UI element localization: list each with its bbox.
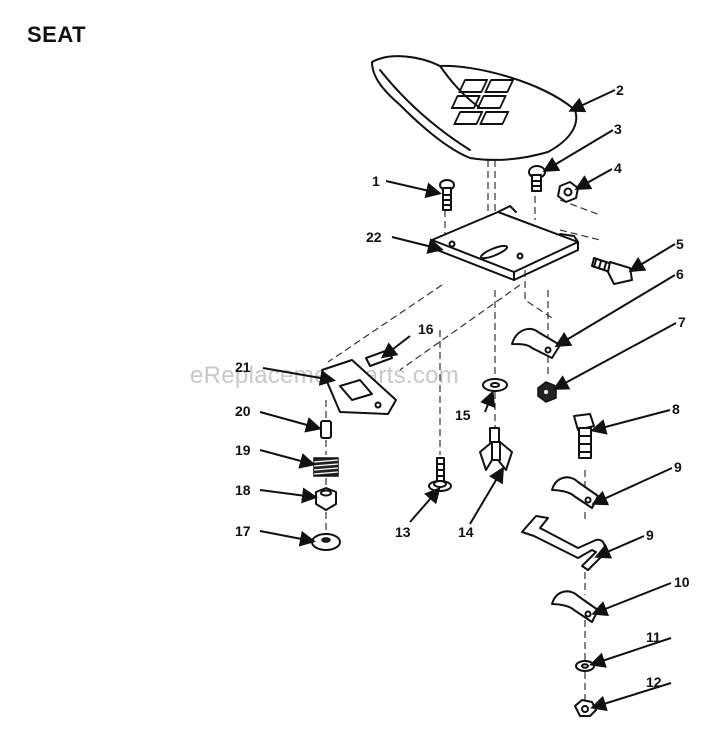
- bracket-part-9-lower: [551, 590, 599, 623]
- adjuster-knob-part-14: [479, 427, 513, 471]
- callout-14: 14: [458, 524, 474, 540]
- callout-leaders: [259, 89, 677, 712]
- callout-13: 13: [395, 524, 411, 540]
- callout-7: 7: [678, 314, 686, 330]
- callout-15: 15: [455, 407, 471, 423]
- callout-11: 11: [646, 629, 661, 645]
- bracket-part-6: [511, 327, 561, 359]
- flange-nut-part-17: [311, 533, 341, 551]
- hex-nut-part-12: [574, 699, 597, 717]
- callout-6: 6: [676, 266, 684, 282]
- callout-3: 3: [614, 121, 622, 137]
- callout-12: 12: [646, 674, 662, 690]
- carriage-bolt-part-1: [439, 179, 455, 211]
- seat-part-2: [371, 55, 578, 161]
- hex-bolt-part-8: [573, 413, 595, 459]
- callout-9-lower: 10: [674, 574, 690, 590]
- pin-part-20: [320, 420, 332, 439]
- callout-17: 17: [235, 523, 251, 539]
- callout-20: 20: [235, 403, 251, 419]
- bracket-plate-part-21: [321, 359, 397, 415]
- callout-labels: 1 2 3 4 5 6 7 8 9 9 10 11 12 13 14 15 16…: [235, 82, 690, 690]
- washer-part-15: [482, 378, 508, 392]
- spring-part-19: [313, 457, 339, 477]
- bracket-part-10: [521, 515, 606, 571]
- callout-21: 21: [235, 359, 251, 375]
- lock-nut-part-7: [537, 381, 557, 403]
- carriage-bolt-part-13: [428, 457, 452, 492]
- callout-2: 2: [616, 82, 624, 98]
- callout-4: 4: [614, 160, 622, 176]
- page-title: SEAT: [27, 22, 87, 47]
- callout-22: 22: [366, 229, 382, 245]
- callout-10: 9: [646, 527, 654, 543]
- bolt-part-3: [528, 165, 546, 192]
- callout-5: 5: [676, 236, 684, 252]
- callout-16: 16: [418, 321, 434, 337]
- nut-part-18: [315, 487, 337, 511]
- shoulder-bolt-part-5: [591, 257, 633, 285]
- callout-9-upper: 9: [674, 459, 682, 475]
- seat-plate-part-22: [431, 205, 579, 281]
- hex-nut-part-4: [557, 181, 579, 203]
- bracket-part-9-upper: [551, 476, 599, 509]
- callout-18: 18: [235, 482, 251, 498]
- washer-part-11: [575, 660, 595, 672]
- callout-8: 8: [672, 401, 680, 417]
- callout-19: 19: [235, 442, 251, 458]
- callout-1: 1: [372, 173, 380, 189]
